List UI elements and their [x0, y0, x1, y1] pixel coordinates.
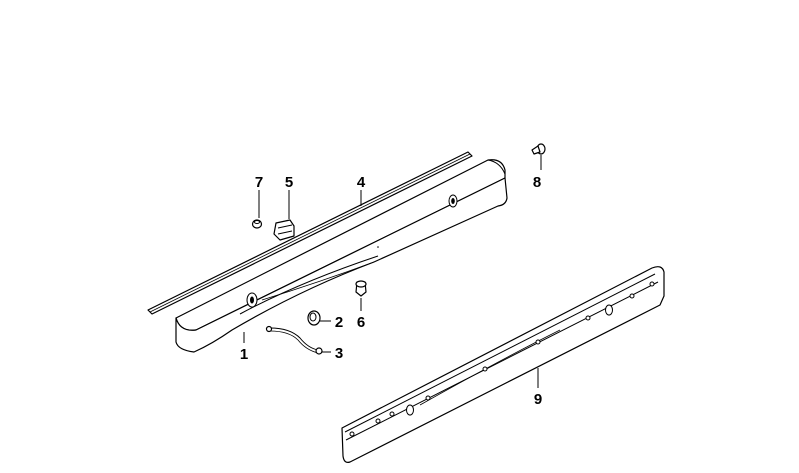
- callout-9: 9: [534, 391, 542, 408]
- callout-4: 4: [357, 174, 366, 191]
- part-7-clip[interactable]: [251, 219, 263, 229]
- callout-2: 2: [335, 314, 343, 331]
- callout-6: 6: [357, 314, 365, 331]
- callout-7: 7: [255, 174, 263, 191]
- part-1-sill-panel[interactable]: [175, 159, 508, 353]
- part-8-push-pin[interactable]: [531, 143, 546, 155]
- callout-8: 8: [533, 174, 541, 191]
- part-6-expanding-clip[interactable]: [355, 280, 367, 297]
- callout-1: 1: [240, 346, 248, 363]
- part-2-grommet[interactable]: [307, 310, 321, 326]
- part-3-cable[interactable]: [265, 325, 323, 355]
- callout-3: 3: [335, 345, 343, 362]
- part-9-sill-panel[interactable]: [341, 266, 665, 463]
- part-5-retainer[interactable]: [273, 219, 295, 241]
- callout-5: 5: [285, 174, 293, 191]
